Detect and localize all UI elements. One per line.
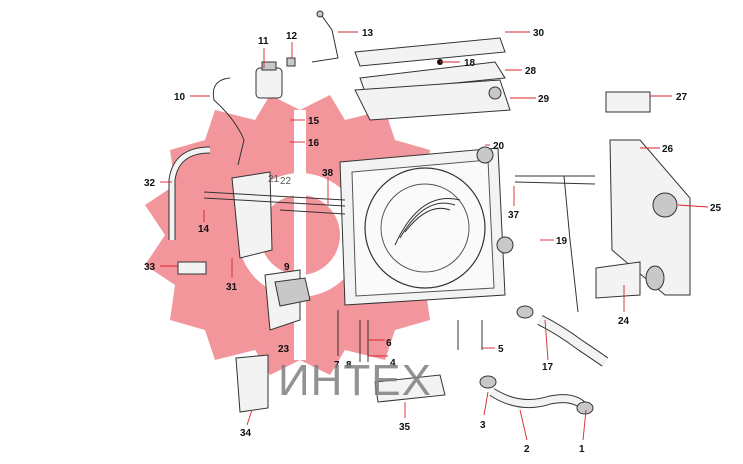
callout-38: 38 bbox=[322, 168, 334, 179]
callout-28: 28 bbox=[525, 66, 537, 77]
callout-8: 8 bbox=[346, 360, 352, 371]
bleed-hose bbox=[311, 10, 339, 63]
callout-17: 17 bbox=[542, 362, 554, 373]
callouts: 1 2 3 4 5 6 7 8 9 10 11 12 13 14 15 16 1… bbox=[144, 28, 722, 455]
callout-26: 26 bbox=[662, 144, 674, 155]
callout-37: 37 bbox=[508, 210, 520, 221]
hose-clamp-1 bbox=[576, 401, 594, 415]
callout-12: 12 bbox=[286, 31, 298, 42]
callout-2: 2 bbox=[524, 444, 530, 455]
bolts-bottom bbox=[337, 310, 483, 362]
block-24 bbox=[595, 261, 665, 299]
watermark-text: ИНТЕХ bbox=[278, 356, 432, 405]
side-shield-31 bbox=[231, 171, 273, 259]
bracket-34 bbox=[235, 354, 269, 413]
callout-29: 29 bbox=[538, 94, 550, 105]
callout-6: 6 bbox=[386, 338, 392, 349]
callout-20: 20 bbox=[493, 141, 505, 152]
callout-11: 11 bbox=[258, 36, 269, 47]
callout-4: 4 bbox=[390, 358, 396, 369]
overflow-hose bbox=[212, 77, 245, 166]
leader-lines bbox=[160, 31, 709, 441]
callout-34: 34 bbox=[240, 428, 252, 439]
rod-19 bbox=[563, 175, 579, 313]
bracket-28 bbox=[359, 61, 506, 93]
callout-35: 35 bbox=[399, 422, 411, 433]
callout-27: 27 bbox=[676, 92, 688, 103]
callout-18: 18 bbox=[464, 58, 476, 69]
callout-13: 13 bbox=[362, 28, 374, 39]
bracket-9 bbox=[274, 277, 311, 307]
hose-clamp-upper bbox=[516, 305, 534, 319]
hose-17 bbox=[537, 315, 609, 367]
callout-22: 22 bbox=[280, 176, 292, 187]
callout-24: 24 bbox=[618, 316, 630, 327]
fan-shroud bbox=[364, 167, 486, 289]
callout-5: 5 bbox=[498, 344, 504, 355]
radiator-inlet bbox=[476, 146, 494, 164]
block-27 bbox=[605, 91, 651, 113]
callout-23: 23 bbox=[278, 344, 290, 355]
callout-32: 32 bbox=[144, 178, 156, 189]
callout-10: 10 bbox=[174, 92, 186, 103]
fitting-12 bbox=[286, 57, 296, 67]
pad-33 bbox=[177, 261, 207, 275]
tie-rods bbox=[203, 175, 596, 215]
callout-14: 14 bbox=[198, 224, 210, 235]
seal-32 bbox=[168, 146, 211, 240]
expansion-tank bbox=[255, 61, 283, 99]
callout-25: 25 bbox=[710, 203, 722, 214]
radiator-outlet bbox=[496, 236, 514, 254]
callout-15: 15 bbox=[308, 116, 320, 127]
bracket-29 bbox=[354, 79, 511, 121]
callout-7: 7 bbox=[334, 360, 340, 371]
callout-33: 33 bbox=[144, 262, 156, 273]
callout-21: 21 bbox=[268, 174, 280, 185]
side-shield-26 bbox=[609, 139, 691, 296]
callout-9: 9 bbox=[284, 262, 290, 273]
top-bar-30 bbox=[354, 37, 506, 67]
callout-19: 19 bbox=[556, 236, 568, 247]
callout-16: 16 bbox=[308, 138, 320, 149]
callout-1: 1 bbox=[579, 444, 585, 455]
bottom-plate-35 bbox=[374, 374, 446, 403]
hose-clamp-3 bbox=[479, 375, 497, 389]
callout-30: 30 bbox=[533, 28, 545, 39]
callout-31: 31 bbox=[226, 282, 238, 293]
callout-3: 3 bbox=[480, 420, 486, 431]
lower-hose-2 bbox=[489, 388, 589, 412]
